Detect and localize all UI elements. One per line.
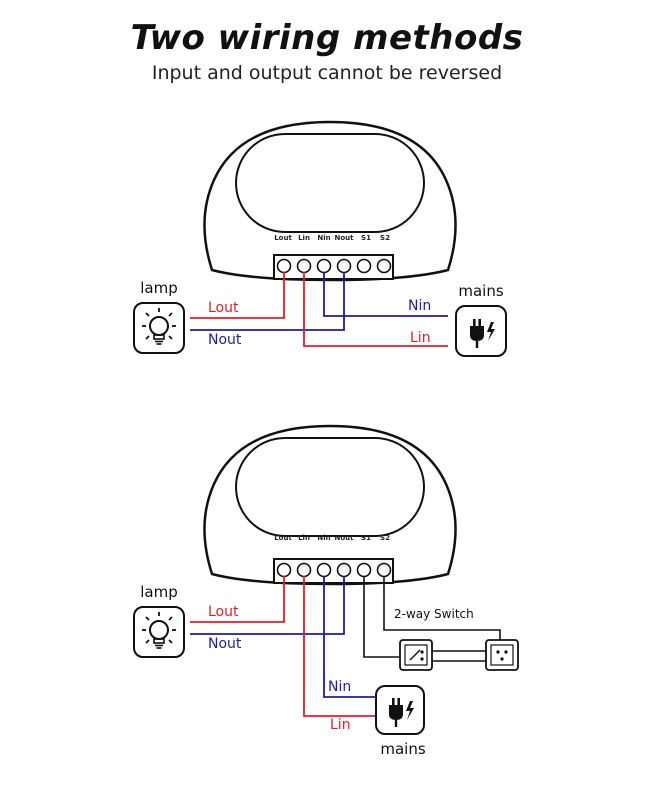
terminal-label-nin: Nin [317,234,330,242]
diagram-1: Lout Lin Nin Nout S1 S2 Lout Nout Nin Li… [133,120,507,357]
terminal-label-lin: Lin [298,534,310,542]
wire-lout [190,576,285,623]
terminal-label-s2: S2 [380,534,390,542]
terminal-label-nout: Nout [335,234,355,242]
label-nout: Nout [208,332,242,348]
wire-lin [303,576,376,717]
device-window [235,437,425,537]
page-title: Two wiring methods [130,18,524,58]
page-subtitle: Input and output cannot be reversed [151,62,503,84]
wire-s2 [383,576,501,640]
terminal-label-nin: Nin [317,534,330,542]
lamp-box [133,302,185,354]
terminal-screws [276,258,392,274]
terminal-label-s1: S1 [361,234,371,242]
two-way-switch-icon [399,639,519,671]
wire-lout [190,272,285,319]
lamp-label: lamp [140,583,178,601]
wire-s1 [363,576,400,658]
terminal-label-s2: S2 [380,234,390,242]
terminal-label-s1: S1 [361,534,371,542]
wire-nin [323,272,448,317]
label-nin: Nin [408,298,431,314]
terminal-block [273,558,394,584]
wire-nout [190,272,345,331]
switch-label: 2-way Switch [394,607,474,621]
wire-nout [190,576,345,635]
label-lin: Lin [330,717,351,733]
lamp-label: lamp [140,279,178,297]
mains-label: mains [458,282,503,300]
label-lin: Lin [410,330,431,346]
terminal-block [273,254,394,280]
terminal-label-lin: Lin [298,234,310,242]
label-lout: Lout [208,300,239,316]
wire-lin [303,272,448,347]
terminal-label-nout: Nout [335,534,355,542]
label-nin: Nin [328,679,351,695]
diagram-2: Lout Lin Nin Nout S1 S2 [133,424,519,758]
label-nout: Nout [208,636,242,652]
terminal-labels: Lout Lin Nin Nout S1 S2 [274,534,390,542]
terminal-labels: Lout Lin Nin Nout S1 S2 [274,234,390,242]
terminal-label-lout: Lout [274,234,292,242]
label-lout: Lout [208,604,239,620]
mains-label: mains [380,740,425,758]
wire-nin [323,576,376,698]
terminal-label-lout: Lout [274,534,292,542]
device-window [235,133,425,233]
lamp-box [133,606,185,658]
